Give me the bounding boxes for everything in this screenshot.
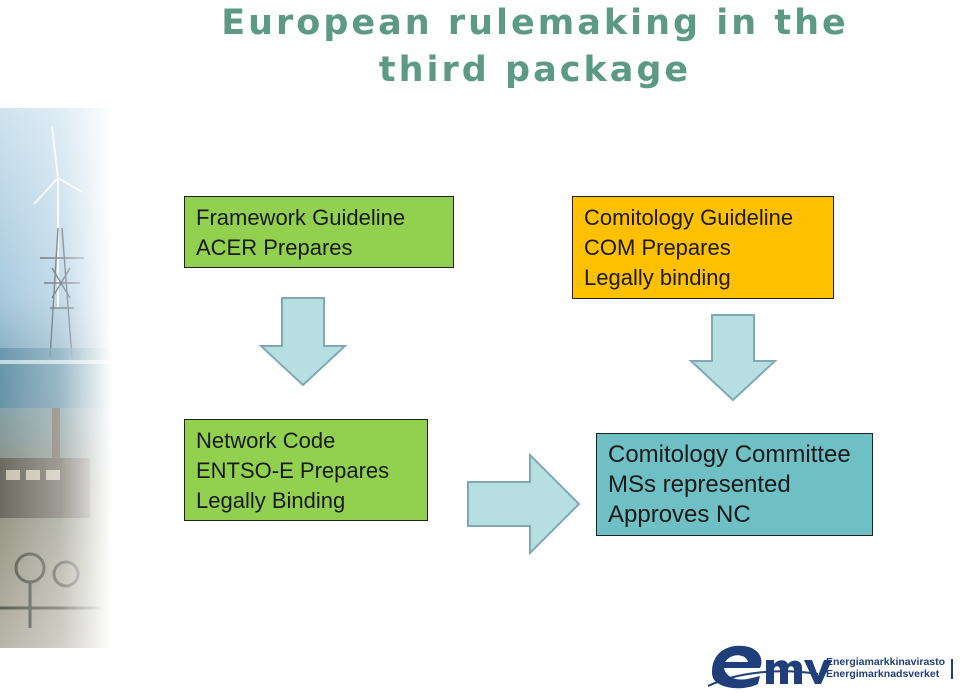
right-arrow [467,452,581,556]
box-line: Comitology Guideline [584,205,794,230]
box-line: Legally Binding [196,488,346,513]
energy-photo-strip [0,108,112,648]
logo-line-swedish: Energimarknadsverket [826,668,940,680]
slide-title: European rulemaking in the third package [221,3,849,90]
network-code-box: Network Code ENTSO-E Prepares Legally Bi… [184,419,428,521]
box-line: Network Code [196,428,336,453]
down-arrow-left [258,297,348,387]
box-line: Framework Guideline [196,205,406,230]
logo-wordmark: Energiamarkkinavirasto Energimarknadsver… [826,656,945,680]
emv-logo [708,645,832,689]
comitology-committee-box: Comitology Committee MSs represented App… [596,433,873,536]
box-line: COM Prepares [584,235,731,260]
framework-guideline-box: Framework Guideline ACER Prepares [184,196,454,268]
box-line: Approves NC [608,501,751,528]
logo-line-finnish: Energiamarkkinavirasto [826,656,946,668]
box-line: ACER Prepares [196,235,353,260]
box-line: Legally binding [584,265,731,290]
comitology-guideline-box: Comitology Guideline COM Prepares Legall… [572,196,834,299]
box-line: MSs represented [608,471,791,498]
box-line: Comitology Committee [608,441,851,468]
box-line: ENTSO-E Prepares [196,458,390,483]
logo-divider [951,659,953,679]
down-arrow-right [688,314,778,402]
